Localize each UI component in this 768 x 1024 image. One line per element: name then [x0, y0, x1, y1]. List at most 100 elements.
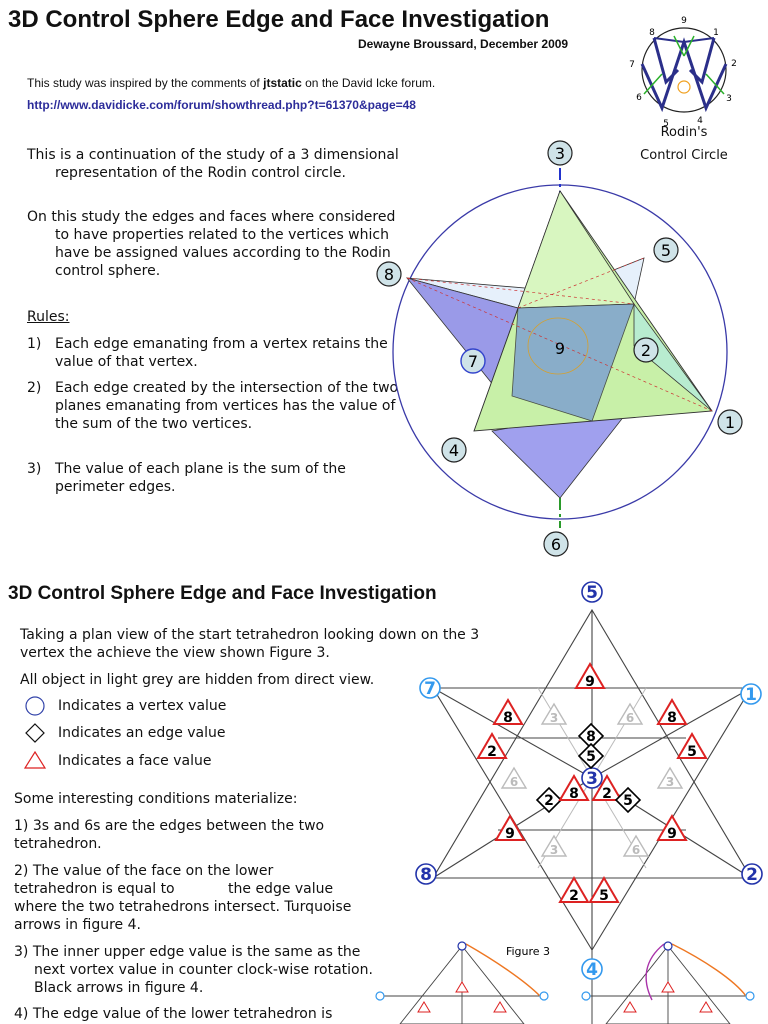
rule-number: 1) — [27, 336, 42, 352]
fig3-ghost-face: 6 — [632, 843, 640, 857]
vertex-bubble-8: 8 — [376, 261, 402, 287]
rodin-caption-1: Rodin's — [660, 125, 708, 140]
page-title: 3D Control Sphere Edge and Face Investig… — [8, 6, 550, 33]
fig3-face: 9 — [667, 826, 677, 842]
forum-link[interactable]: http://www.davidicke.com/forum/showthrea… — [27, 98, 416, 112]
condition-2: 2) The value of the face on the lower te… — [14, 863, 356, 933]
vertex-bubble-3: 3 — [547, 140, 573, 166]
figure-3-diagram: 5 1 7 8 2 3 4 3 6 6 3 3 6 9 8 2 8 5 9 9 … — [415, 581, 763, 1024]
condition-1: 1) 3s and 6s are the edges between the t… — [14, 818, 325, 852]
fig3-edge: 2 — [544, 793, 554, 809]
rodin-num: 6 — [636, 93, 642, 103]
condition-3: 3) The inner upper edge value is the sam… — [14, 944, 373, 996]
sphere-center-label: 9 — [555, 339, 565, 358]
vertex-bubble-6: 6 — [543, 531, 569, 557]
rodin-num: 5 — [663, 119, 669, 129]
fig3-ghost-face: 6 — [626, 711, 634, 725]
fig3-vertex-left: 7 — [424, 679, 436, 699]
vertex-label: 5 — [661, 241, 671, 260]
vertex-label: 7 — [468, 352, 478, 371]
vertex-bubble-5: 5 — [653, 237, 679, 263]
inspired-name: jtstatic — [263, 76, 302, 90]
inspiration-line: This study was inspired by the comments … — [27, 76, 435, 90]
face-triangle-icon — [699, 1001, 713, 1013]
rules-label: Rules: — [27, 309, 70, 325]
fig3-vertex-bottom-left: 8 — [420, 865, 432, 885]
vertex-bubble-4: 4 — [441, 437, 467, 463]
vertex-circle-icon — [663, 941, 673, 951]
inspired-prefix: This study was inspired by the comments … — [27, 76, 264, 90]
intro-paragraph-2: On this study the edges and faces where … — [27, 209, 396, 279]
fig3-vertex-top: 5 — [586, 583, 598, 603]
fig3-vertex-center: 3 — [586, 769, 598, 789]
fig3-face: 2 — [569, 888, 579, 904]
fig3-edge: 5 — [623, 793, 633, 809]
rule-1: 1) Each edge emanating from a vertex reta… — [27, 335, 403, 371]
rodin-caption-2: Control Circle — [640, 148, 728, 163]
orange-arrow — [671, 943, 747, 997]
fig3-vertex-bottom-right: 2 — [746, 865, 758, 885]
fig3-face: 5 — [687, 744, 697, 760]
section-2-title: 3D Control Sphere Edge and Face Investig… — [8, 583, 437, 604]
section-2-paragraph-1: Taking a plan view of the start tetrahed… — [20, 627, 480, 661]
vertex-circle-icon — [581, 991, 591, 1001]
rodin-num: 2 — [731, 59, 737, 69]
orange-arrow — [465, 943, 541, 997]
rodin-circle-diagram: 9 1 2 3 4 5 6 7 8 — [629, 16, 737, 129]
rule-text: The value of each plane is the sum of th… — [55, 461, 346, 495]
fig3-face: 8 — [503, 710, 513, 726]
rodin-num: 3 — [726, 94, 732, 104]
intro-paragraph-1: This is a continuation of the study of a… — [27, 147, 399, 181]
diamond-icon — [25, 723, 45, 743]
fig3-face: 2 — [487, 744, 497, 760]
vertex-bubble-1: 1 — [717, 409, 743, 435]
legend-vertex-text: Indicates a vertex value — [58, 698, 227, 714]
triangle-icon — [24, 750, 47, 769]
rule-2: 2) Each edge created by the intersection … — [27, 379, 403, 433]
legend-edge-text: Indicates an edge value — [58, 725, 226, 741]
inspired-suffix: on the David Icke forum. — [301, 76, 436, 90]
rule-number: 3) — [27, 461, 42, 477]
face-triangle-icon — [493, 1001, 507, 1013]
fig3-edge: 8 — [586, 729, 596, 745]
section-2-paragraph-2: All object in light grey are hidden from… — [20, 672, 375, 688]
vertex-label: 1 — [725, 413, 735, 432]
rodin-num: 1 — [713, 28, 719, 38]
vertex-circle-icon — [375, 991, 385, 1001]
vertex-circle-icon — [539, 991, 549, 1001]
fig3-face: 5 — [599, 888, 609, 904]
control-sphere-diagram: 9 3 5 8 2 7 1 4 6 — [376, 140, 743, 557]
vertex-circle-icon — [745, 991, 755, 1001]
fig3-face: 9 — [505, 826, 515, 842]
rule-3: 3) The value of each plane is the sum of … — [27, 460, 403, 496]
fig3-ghost-face: 6 — [510, 775, 518, 789]
fig3-vertex-below: 4 — [586, 960, 598, 980]
condition-4: 4) The edge value of the lower tetrahedr… — [14, 1006, 333, 1022]
figure-3-caption: Figure 3 — [506, 945, 550, 958]
fig3-edge: 8 — [569, 786, 579, 802]
legend-face-text: Indicates a face value — [58, 753, 212, 769]
rodin-num: 8 — [649, 28, 655, 38]
rule-text: Each edge emanating from a vertex retain… — [55, 336, 388, 370]
fig3-ghost-face: 3 — [550, 711, 558, 725]
rodin-num: 4 — [697, 116, 703, 126]
vertex-label: 3 — [555, 144, 565, 163]
circle-icon — [25, 696, 45, 716]
fig3-face: 8 — [667, 710, 677, 726]
face-triangle-icon — [623, 1001, 637, 1013]
fig3-ghost-face: 3 — [666, 775, 674, 789]
vertex-label: 2 — [641, 341, 651, 360]
face-triangle-icon — [455, 981, 469, 993]
vertex-label: 6 — [551, 535, 561, 554]
vertex-label: 4 — [449, 441, 459, 460]
author-line: Dewayne Broussard, December 2009 — [358, 37, 569, 51]
vertex-bubble-7: 7 — [460, 348, 486, 374]
fig3-ghost-face: 3 — [550, 843, 558, 857]
vertex-label: 8 — [384, 265, 394, 284]
fig3-face: 9 — [585, 674, 595, 690]
rodin-num: 7 — [629, 60, 635, 70]
legend-icons — [24, 696, 47, 769]
rule-text: Each edge created by the intersection of… — [55, 380, 399, 432]
rule-number: 2) — [27, 380, 42, 396]
face-triangle-icon — [417, 1001, 431, 1013]
